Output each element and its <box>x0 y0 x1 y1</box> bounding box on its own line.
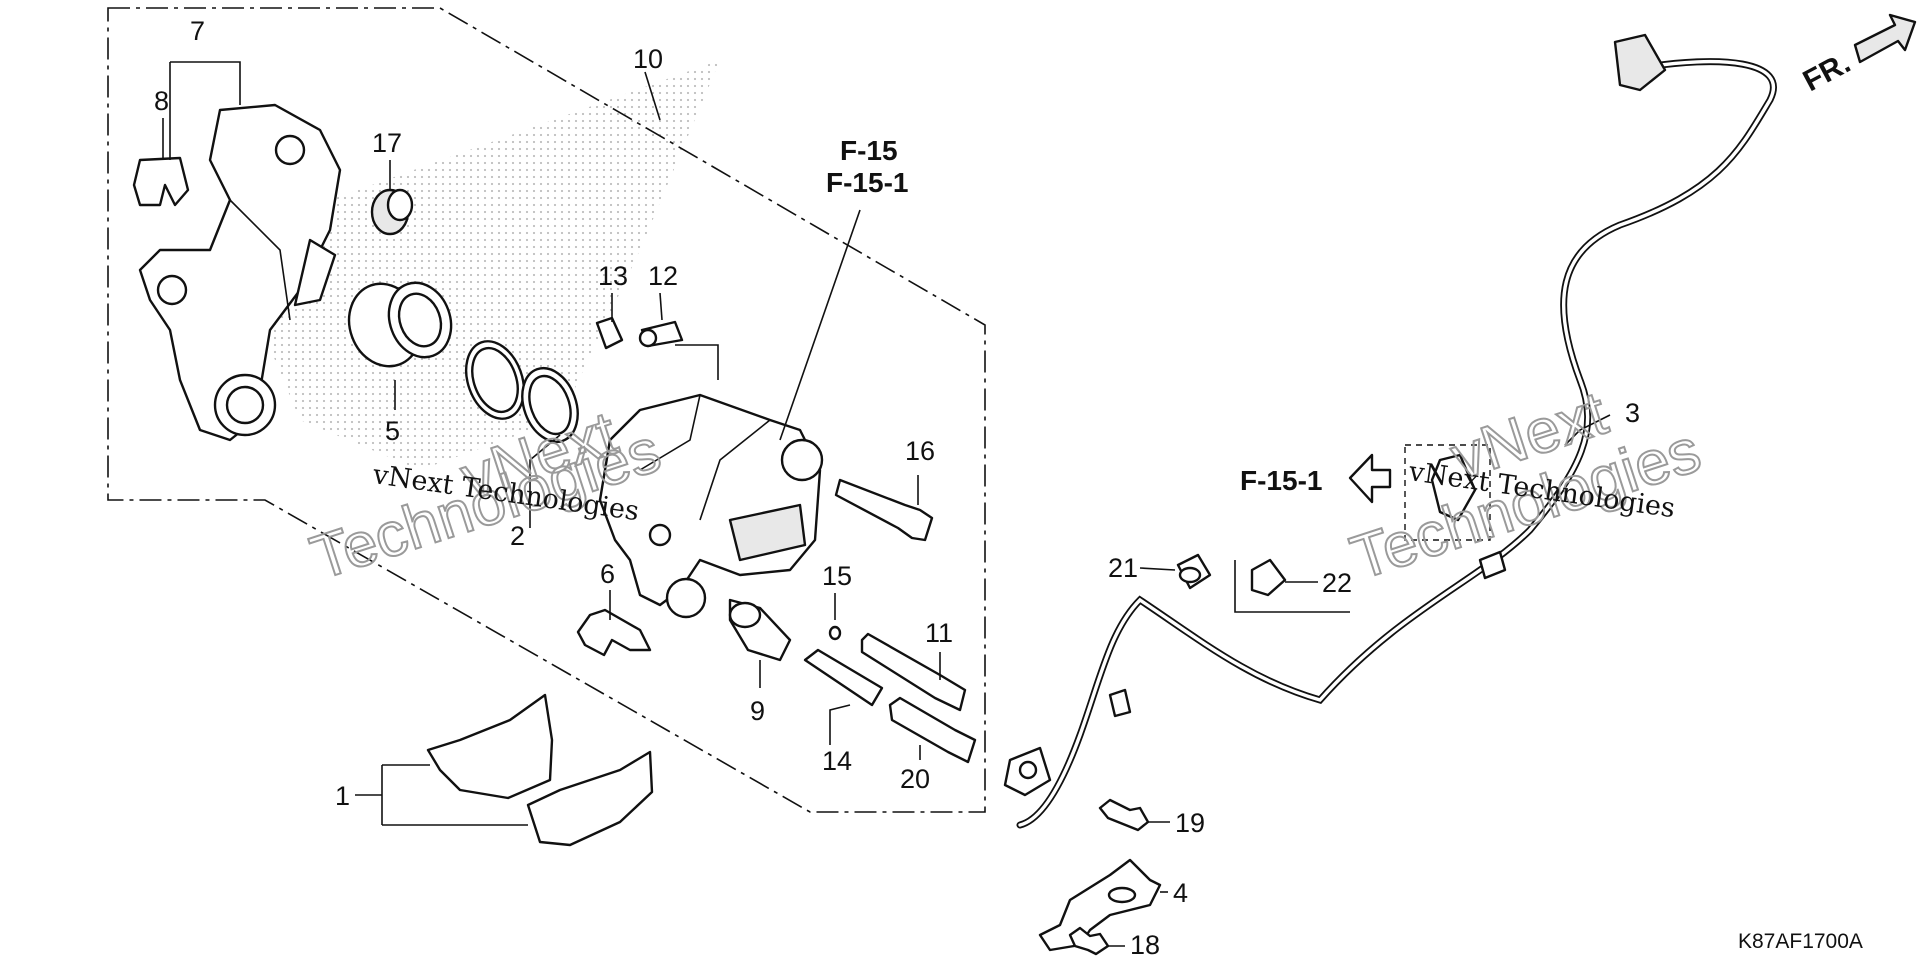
bracket-slot <box>1107 886 1137 904</box>
reference-box <box>1404 444 1491 541</box>
leader-lines <box>162 61 1611 947</box>
cable-clamp <box>1176 553 1212 590</box>
callout-19: 19 <box>1175 808 1205 838</box>
callout-12: 12 <box>648 261 678 291</box>
pad-spring-clip <box>132 156 190 207</box>
callout-8: 8 <box>154 86 169 116</box>
callout-21: 21 <box>1108 553 1138 583</box>
callout-14: 14 <box>822 746 852 776</box>
bleeder-cap <box>595 316 624 350</box>
band-leader-box <box>1234 560 1350 613</box>
callout-13: 13 <box>598 261 628 291</box>
o-ring <box>828 625 842 641</box>
pin-boot <box>728 598 792 662</box>
callout-2: 2 <box>510 521 525 551</box>
reference-label-f15-1: F-15-1 <box>826 167 908 198</box>
diagram-code: K87AF1700A <box>1738 930 1863 953</box>
caliper-body <box>598 393 824 619</box>
callout-16: 16 <box>905 436 935 466</box>
callout-6: 6 <box>600 559 615 589</box>
callout-1: 1 <box>335 781 350 811</box>
slide-pin <box>860 632 967 712</box>
pad-spring <box>576 608 652 657</box>
callout-3: 3 <box>1625 398 1640 428</box>
pin-sleeve <box>803 648 884 707</box>
cable-clip <box>1430 453 1477 522</box>
front-arrow <box>1853 13 1917 64</box>
shading-region <box>250 60 720 470</box>
front-direction-label: FR. <box>1798 46 1856 98</box>
callout-18: 18 <box>1130 930 1160 960</box>
callout-7: 7 <box>190 16 205 46</box>
piston <box>347 281 453 368</box>
callout-22: 22 <box>1322 568 1352 598</box>
piston-seals <box>464 340 579 443</box>
callout-20: 20 <box>900 764 930 794</box>
brake-pads <box>426 693 654 847</box>
speed-sensor-cable <box>1003 33 1777 829</box>
callout-9: 9 <box>750 696 765 726</box>
reference-label-f15: F-15 <box>840 135 898 166</box>
callout-11: 11 <box>925 618 953 648</box>
reference-arrow <box>1348 453 1392 504</box>
mounting-bolt <box>888 696 977 764</box>
callout-5: 5 <box>385 416 400 446</box>
caliper-bracket <box>138 103 342 442</box>
callout-10: 10 <box>633 44 663 74</box>
callout-17: 17 <box>372 128 402 158</box>
bleeder-valve <box>638 320 684 348</box>
cable-band <box>1250 558 1287 597</box>
callout-15: 15 <box>822 561 852 591</box>
sensor-bolt <box>1098 798 1150 832</box>
boot-cap <box>370 188 414 236</box>
pin-bolt <box>834 478 934 542</box>
assembly-boundary <box>107 7 986 813</box>
reference-label-side: F-15-1 <box>1240 465 1322 496</box>
callout-4: 4 <box>1173 878 1188 908</box>
